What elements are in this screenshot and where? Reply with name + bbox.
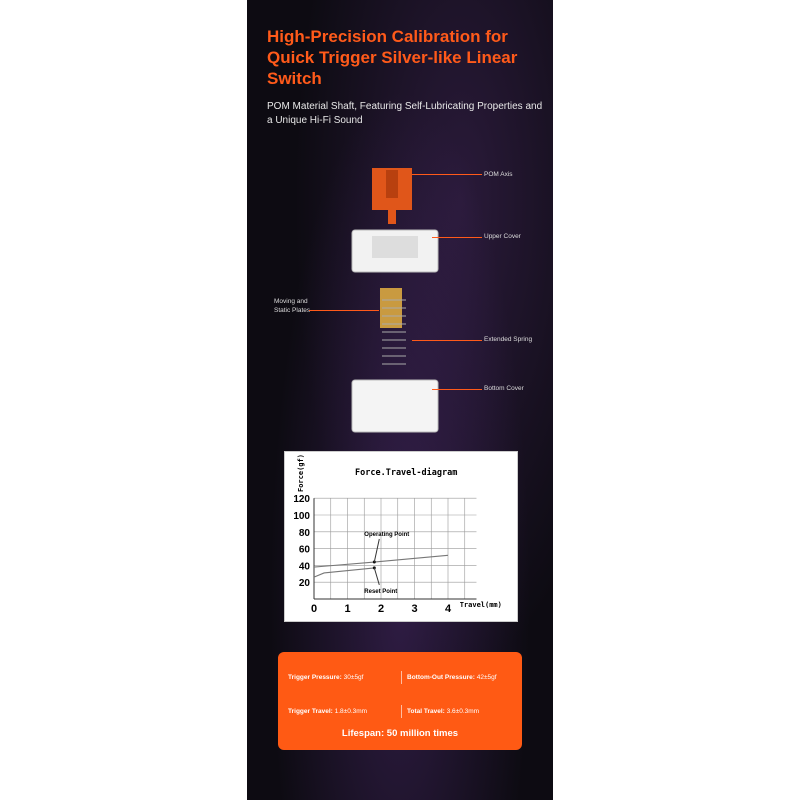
annotation-leader: [373, 567, 380, 586]
pom-axis-part: [372, 168, 412, 224]
switch-exploded-illustration: [351, 168, 439, 433]
spring-part: [382, 299, 406, 365]
annotation-leader: [373, 538, 380, 563]
x-tick-label: 4: [445, 603, 452, 615]
product-panel: High-Precision Calibration for Quick Tri…: [247, 0, 553, 800]
x-axis-label: Travel(mm): [460, 601, 502, 609]
y-tick-label: 20: [299, 578, 311, 589]
trigger-pressure: Trigger Pressure: 30±5gf: [288, 674, 364, 681]
y-tick-label: 40: [299, 561, 311, 572]
callout-bottom-cover: Bottom Cover: [484, 385, 524, 392]
bottom-cover-part: [351, 379, 439, 433]
y-axis-label: Force(gf): [297, 454, 305, 492]
x-tick-label: 3: [411, 603, 417, 615]
x-tick-label: 0: [311, 603, 317, 615]
trigger-travel: Trigger Travel: 1.8±0.3mm: [288, 708, 368, 715]
annotation-point: [372, 566, 376, 570]
lifespan: Lifespan: 50 million times: [341, 728, 459, 739]
y-tick-label: 80: [299, 528, 311, 539]
subtitle: POM Material Shaft, Featuring Self-Lubri…: [267, 101, 543, 126]
annotation-label: Reset Point: [364, 589, 397, 595]
x-tick-label: 1: [344, 603, 350, 615]
y-tick-label: 120: [293, 494, 310, 505]
headline: High-Precision Calibration for Quick Tri…: [267, 27, 518, 88]
callout-spring: Extended Spring: [484, 336, 533, 343]
specs-card: Trigger Pressure: 30±5gf Bottom-Out Pres…: [278, 652, 522, 750]
annotation-label: Operating Point: [364, 532, 409, 538]
callout-upper-cover: Upper Cover: [484, 233, 521, 240]
callout-pom-axis: POM Axis: [484, 171, 513, 178]
series-line-press: [313, 554, 449, 568]
chart-title: Force.Travel-diagram: [355, 467, 457, 478]
y-tick-label: 100: [293, 511, 310, 522]
y-tick-label: 60: [299, 545, 311, 556]
upper-cover-part: [351, 229, 439, 273]
total-travel: Total Travel: 3.6±0.3mm: [407, 708, 480, 715]
x-tick-label: 2: [378, 603, 384, 615]
callout-plates: Moving and Static Plates: [274, 298, 311, 314]
series-line-release: [313, 567, 375, 578]
bottom-out-pressure: Bottom-Out Pressure: 42±5gf: [407, 674, 497, 681]
